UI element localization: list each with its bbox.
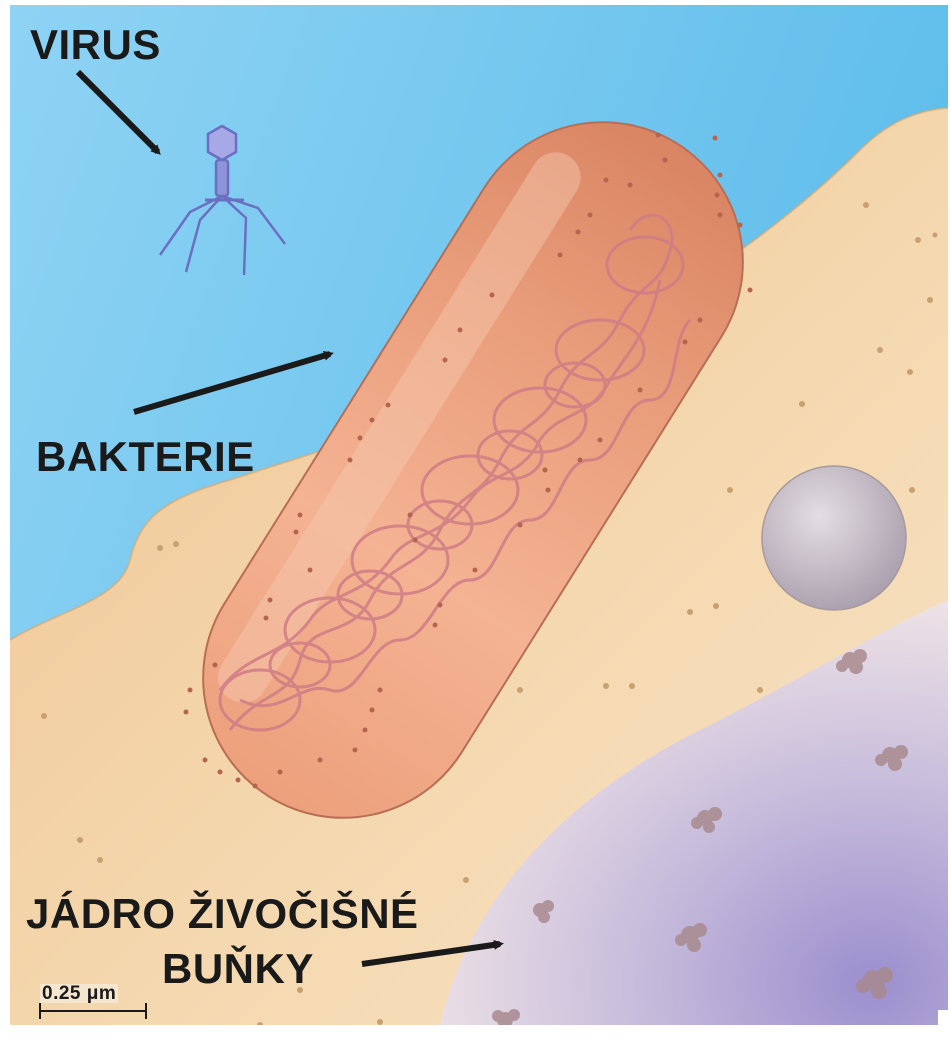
bacterium-label: BAKTERIE — [36, 436, 255, 478]
nucleus-label-line1: JÁDRO ŽIVOČIŠNÉ — [26, 893, 419, 935]
virus-label: VIRUS — [30, 24, 161, 66]
vesicle — [762, 466, 906, 610]
scale-bar-label: 0.25 μm — [40, 984, 118, 1003]
nucleus-label-line2: BUŇKY — [162, 948, 314, 990]
